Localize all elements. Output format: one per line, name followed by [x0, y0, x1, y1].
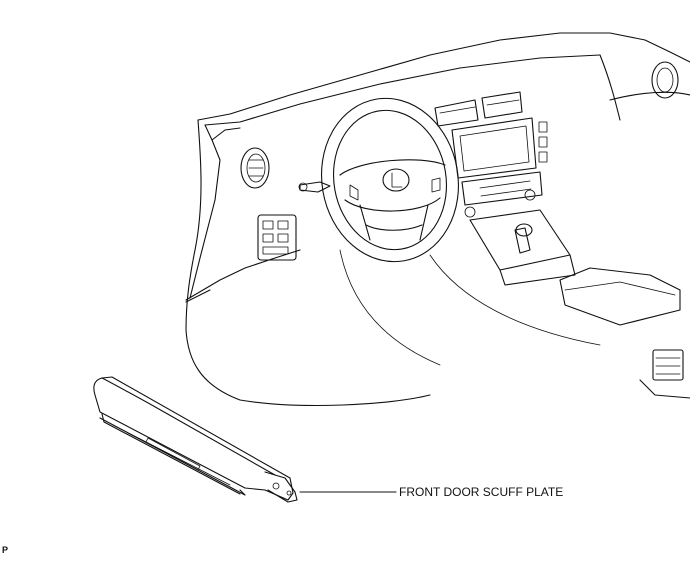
corner-code: P	[2, 545, 8, 555]
left-air-vent	[240, 147, 270, 189]
center-vents	[434, 91, 523, 127]
front-door-scuff-plate	[93, 376, 298, 503]
dashboard	[185, 32, 690, 406]
right-air-vent	[651, 61, 679, 99]
center-console	[469, 209, 681, 326]
lower-right-panel	[639, 349, 690, 399]
climate-controls	[461, 171, 543, 218]
callout-label: FRONT DOOR SCUFF PLATE	[399, 485, 563, 499]
column-stalk	[298, 181, 331, 193]
left-switch-panel	[257, 214, 297, 261]
steering-wheel	[320, 97, 460, 263]
navigation-screen	[451, 117, 548, 179]
